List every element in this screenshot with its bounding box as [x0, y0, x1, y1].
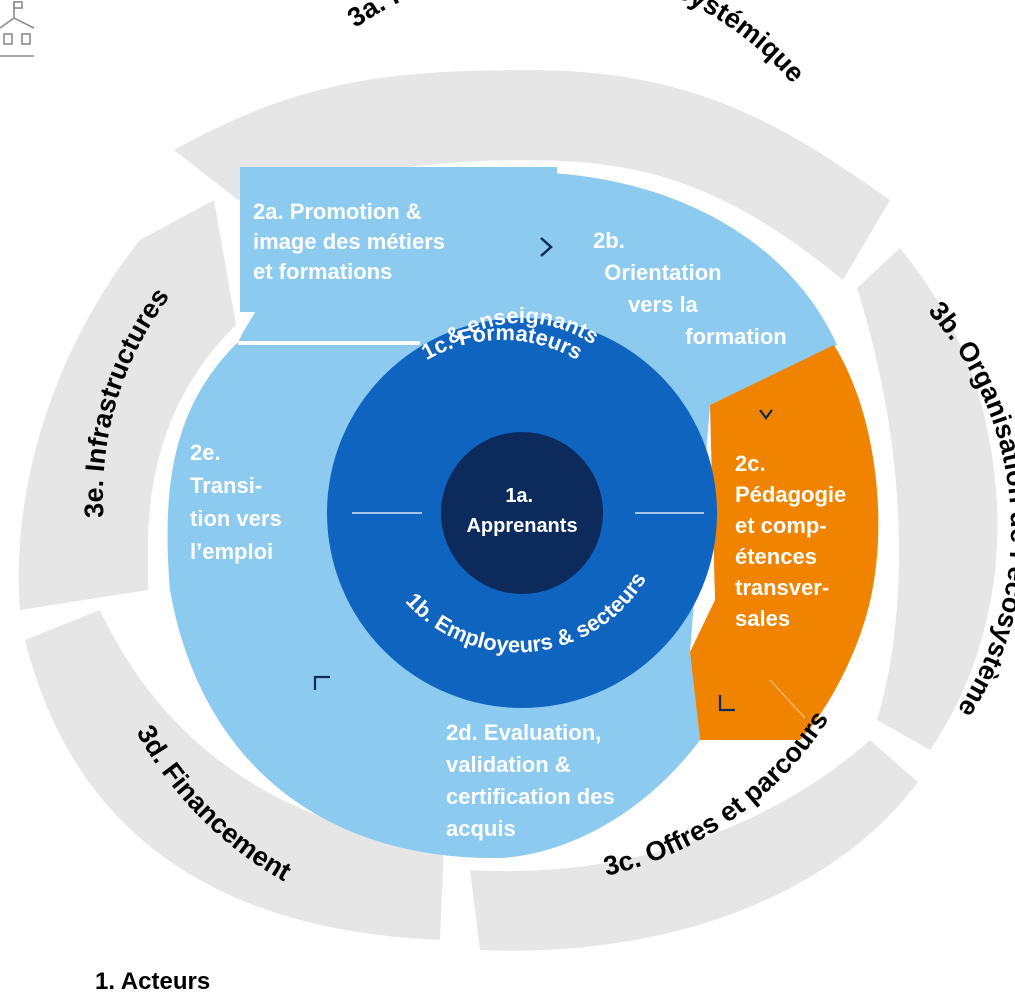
corner-bracket-icon-orientation	[759, 409, 773, 420]
corner-bracket-icon-transition	[313, 675, 330, 690]
label-orientation: 2b. Orientation vers la formation	[593, 228, 787, 349]
promotion-box[interactable]	[240, 167, 557, 312]
label-pedagogie: 2c. Pédagogie et comp- étences transver-…	[735, 451, 852, 631]
label-evaluation: 2d. Evaluation, validation & certificati…	[446, 720, 621, 841]
highlight-segment-pedagogie[interactable]	[690, 345, 879, 740]
legend-acteurs: 1. Acteurs	[95, 968, 211, 995]
outer-segment-financement[interactable]	[25, 610, 444, 940]
outer-segment-offres[interactable]	[470, 740, 918, 951]
corner-bracket-icon-pedagogie	[718, 695, 735, 712]
outer-segment-regulation[interactable]	[174, 70, 890, 280]
label-promotion: 2a. Promotion & image des métiers et for…	[253, 199, 451, 284]
label-apprenants: 1a. Apprenants	[466, 485, 577, 537]
school-building-icon	[0, 1, 35, 57]
outer-segment-organisation[interactable]	[857, 248, 998, 750]
outer-ring	[18, 70, 998, 951]
highlight-edge-line	[769, 679, 806, 719]
outer-segment-infrastructures[interactable]	[18, 200, 237, 610]
label-transition: 2e. Transi- tion vers l’emploi	[190, 440, 288, 564]
chevron-right-icon	[540, 237, 553, 257]
core-circle[interactable]	[441, 432, 603, 594]
